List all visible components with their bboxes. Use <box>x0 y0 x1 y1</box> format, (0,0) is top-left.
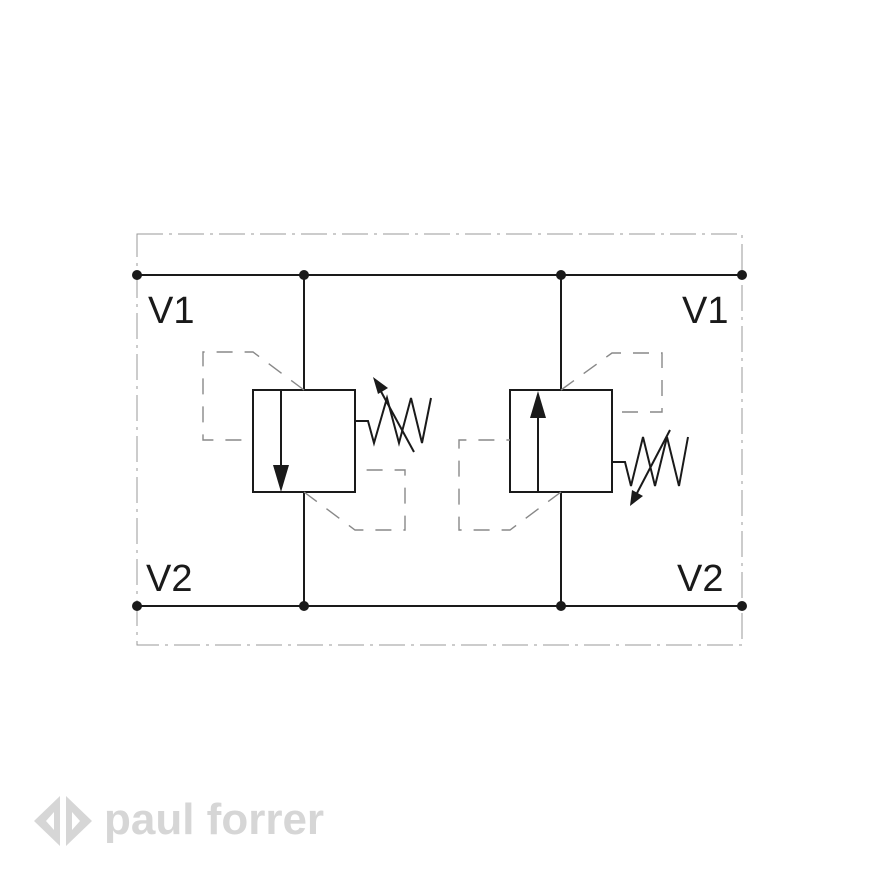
junction-dot <box>132 601 142 611</box>
flow-arrow-up-icon <box>530 391 546 418</box>
junction-dot <box>132 270 142 280</box>
junction-dot <box>556 601 566 611</box>
junction-dot <box>556 270 566 280</box>
junction-dot <box>737 601 747 611</box>
junction-dot <box>737 270 747 280</box>
pilot-line <box>303 469 406 531</box>
paul-forrer-logo: paul forrer <box>34 795 324 846</box>
pilot-line <box>202 351 305 441</box>
left-relief-valve <box>202 351 432 531</box>
component-boundary-frame <box>136 233 743 646</box>
pilot-line <box>560 352 663 413</box>
port-label-v1-left: V1 <box>148 290 194 332</box>
adjust-arrow-shaft <box>377 385 415 453</box>
valve-body <box>252 389 356 493</box>
pilot-line <box>458 439 562 531</box>
junction-dot <box>299 601 309 611</box>
adjustable-arrow-icon <box>630 490 643 506</box>
flow-arrow-down-icon <box>273 465 289 492</box>
spring-icon <box>612 436 689 487</box>
spring-icon <box>355 394 432 447</box>
port-label-v1-right: V1 <box>682 290 728 332</box>
valve-body <box>509 389 613 493</box>
port-label-v2-right: V2 <box>677 558 723 600</box>
junction-dots <box>132 270 747 611</box>
adjust-arrow-shaft <box>635 429 671 496</box>
port-label-v2-left: V2 <box>146 558 192 600</box>
junction-dot <box>299 270 309 280</box>
adjustable-arrow-icon <box>373 377 388 394</box>
main-lines <box>137 274 742 607</box>
right-relief-valve <box>458 352 689 531</box>
logo-text: paul forrer <box>104 795 324 844</box>
